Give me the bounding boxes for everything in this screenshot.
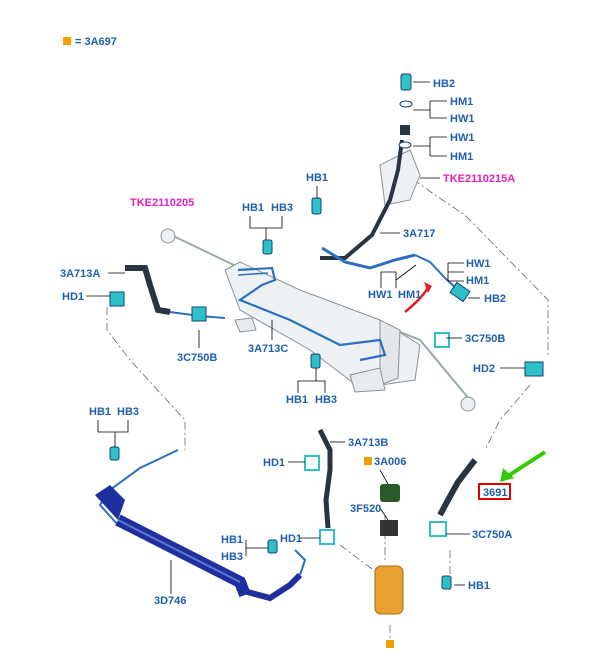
label-hb1: HB1 [89, 406, 111, 418]
steering-rack [160, 149, 476, 412]
label-3c750b: 3C750B [177, 352, 217, 364]
label-hm1: HM1 [450, 151, 473, 163]
red-arrow [404, 287, 430, 313]
label-3a006: 3A006 [374, 456, 406, 468]
label-hb1: HB1 [286, 394, 308, 406]
label-hb3: HB3 [221, 551, 243, 563]
clamp-3c750a [429, 521, 447, 537]
label-hd1: HD1 [62, 291, 84, 303]
fitting [400, 125, 410, 135]
guide-line [399, 169, 549, 355]
label-hd1: HD1 [280, 533, 302, 545]
label-hw1: HW1 [466, 258, 490, 270]
label-3691: 3691 [483, 487, 507, 499]
highlight-box [478, 483, 511, 500]
bolt-hb1 [441, 575, 452, 590]
washer [399, 100, 413, 108]
label-3a717: 3A717 [403, 228, 435, 240]
clamp-hd1 [319, 529, 335, 545]
label-hw1: HW1 [450, 113, 474, 125]
clamp-3c750b [191, 306, 207, 322]
label-hb3: HB3 [271, 202, 293, 214]
guide-line [106, 307, 186, 450]
label-3f520: 3F520 [350, 503, 381, 515]
green-arrow [506, 450, 547, 478]
label-3c750a: 3C750A [472, 529, 512, 541]
label-hw1: HW1 [450, 132, 474, 144]
bolt [262, 239, 273, 255]
label-hb1: HB1 [306, 172, 328, 184]
label-3a713b: 3A713B [348, 437, 388, 449]
label-hb3: HB3 [315, 394, 337, 406]
label-hm1: HM1 [466, 275, 489, 287]
label-hb3: HB3 [117, 406, 139, 418]
label-hb2: HB2 [433, 78, 455, 90]
label-3a713c: 3A713C [248, 343, 288, 355]
label-tke2110215a: TKE2110215A [443, 173, 515, 185]
bolt-hb2 [400, 73, 412, 91]
bolt [109, 446, 120, 461]
label-hw1: HW1 [368, 289, 392, 301]
cooler-3d746 [95, 449, 307, 602]
clamp-hd2 [524, 361, 544, 377]
label-hb1: HB1 [242, 202, 264, 214]
legend-swatch [63, 37, 71, 45]
reservoir [374, 565, 404, 615]
rack-line-3a713c [237, 266, 387, 362]
bolt [267, 539, 278, 554]
seal-3f520 [380, 520, 398, 536]
filter-3a006 [380, 484, 400, 502]
label-hd1: HD1 [263, 457, 285, 469]
bolt [310, 353, 321, 369]
legend-marker [364, 457, 372, 465]
hose-3a713b [317, 428, 333, 529]
clamp-3c750b [434, 332, 450, 348]
label-hb1: HB1 [221, 534, 243, 546]
clamp-hd1 [109, 291, 125, 307]
hose-3a717 [320, 139, 404, 260]
label-hd2: HD2 [473, 363, 495, 375]
label-hm1: HM1 [450, 96, 473, 108]
label-hm1: HM1 [398, 289, 421, 301]
guide-line [339, 544, 381, 576]
label-tke2110205: TKE2110205 [130, 197, 194, 209]
label-3a713a: 3A713A [60, 268, 100, 280]
label-3d746: 3D746 [154, 595, 186, 607]
pressure-line [321, 246, 416, 270]
clamp-hd1 [304, 455, 320, 471]
label-3c750b: 3C750B [465, 333, 505, 345]
fitting [449, 281, 471, 303]
bolt-hb1 [311, 197, 322, 215]
hose-3691 [437, 458, 478, 517]
label-hb2: HB2 [484, 293, 506, 305]
guide-line [484, 384, 531, 451]
legend-marker [386, 640, 394, 648]
legend-text: = 3A697 [75, 36, 117, 48]
hose-3a713a [125, 265, 171, 315]
label-hb1: HB1 [468, 580, 490, 592]
